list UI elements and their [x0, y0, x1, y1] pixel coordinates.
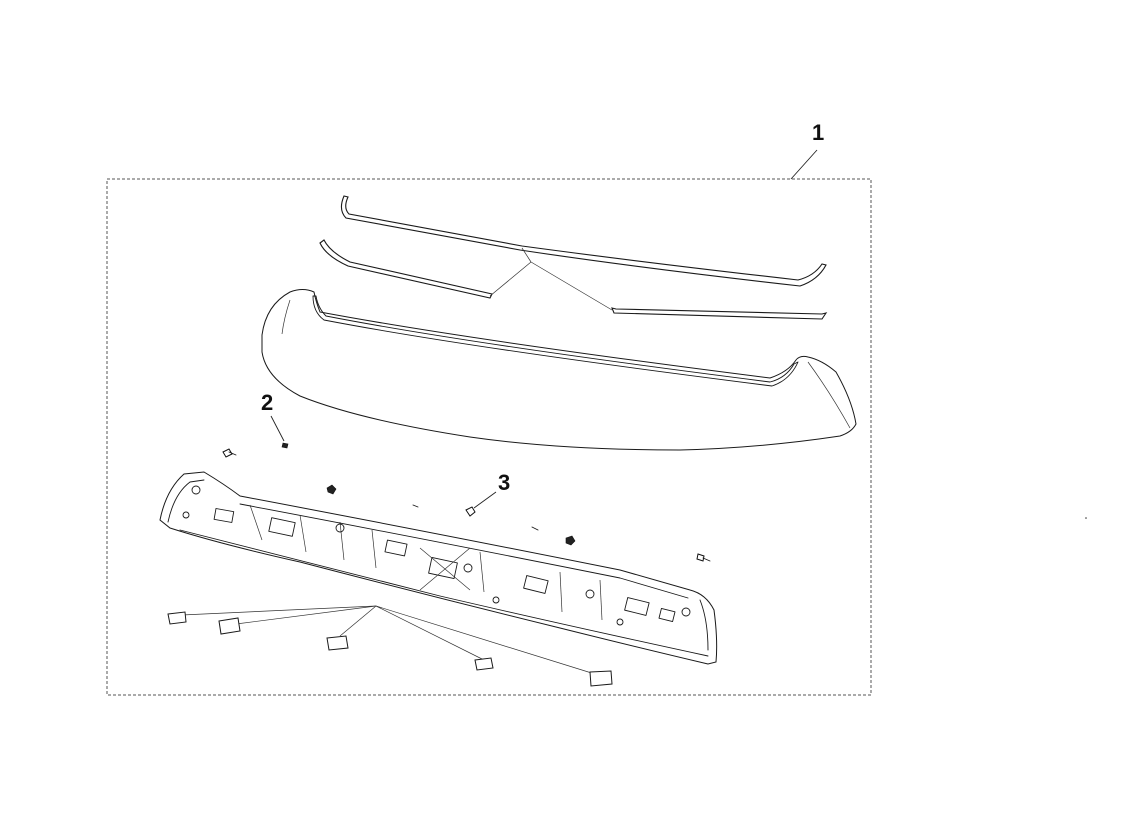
kit-frame — [106, 178, 872, 696]
callout-3-label: 3 — [498, 470, 510, 495]
callout-2-label: 2 — [261, 390, 273, 415]
callout-1-leader — [790, 149, 818, 180]
callout-3: 3 — [473, 470, 510, 509]
callout-1-label: 1 — [812, 120, 824, 145]
strip-leaders — [489, 247, 613, 311]
upper-trim-strip — [340, 195, 827, 287]
spoiler-body — [261, 289, 857, 451]
callout-3-leader — [473, 491, 497, 509]
adhesive-pads — [167, 605, 613, 687]
fastener-clips — [222, 448, 711, 562]
inner-trim-panel — [159, 471, 718, 665]
stray-mark — [1085, 517, 1087, 519]
callout-2: 2 — [261, 390, 289, 449]
callout-1: 1 — [790, 120, 824, 180]
callout-2-leader — [270, 415, 285, 442]
